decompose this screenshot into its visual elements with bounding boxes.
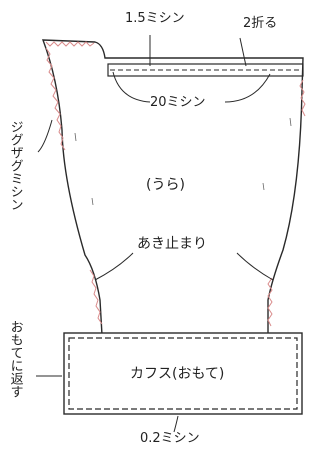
label-stop-point: あき止まり xyxy=(137,236,207,252)
cuff xyxy=(63,332,303,415)
tick-mark xyxy=(289,117,292,127)
zigzag-stitch-left-side xyxy=(45,47,66,151)
tick-mark xyxy=(74,132,77,142)
zigzag-stitch-lower-right xyxy=(267,277,273,327)
tick-mark xyxy=(262,182,265,191)
label-cuff-right-side: カフス(おもて) xyxy=(130,366,225,382)
label-fold-twice: 2折る xyxy=(243,16,278,31)
label-turn-right-side: おもてに返す xyxy=(7,320,23,398)
pointer-stop-right xyxy=(236,252,274,281)
label-zigzag: ジグザグミシン xyxy=(7,120,23,211)
zigzag-stitch-right-side xyxy=(299,79,306,117)
pointer-edge-stitch xyxy=(173,415,179,433)
sleeve-body-outline xyxy=(41,39,304,336)
fold-band xyxy=(107,63,304,77)
zigzag-stitch-top-left xyxy=(45,41,95,47)
label-hem-stitch: 20ミシン xyxy=(150,95,206,110)
pointer-hem-stitch xyxy=(112,71,271,103)
label-top-stitch: 1.5ミシン xyxy=(125,11,185,26)
pointer-stop-left xyxy=(94,252,134,281)
pointer-fold xyxy=(239,37,247,67)
pointer-zigzag xyxy=(37,119,53,153)
label-inside-out: (うら) xyxy=(146,177,185,193)
cuff-stitch-line xyxy=(68,337,298,410)
tick-mark xyxy=(91,197,94,206)
zigzag-stitch-lower-left xyxy=(89,269,103,325)
label-edge-stitch: 0.2ミシン xyxy=(140,431,200,446)
